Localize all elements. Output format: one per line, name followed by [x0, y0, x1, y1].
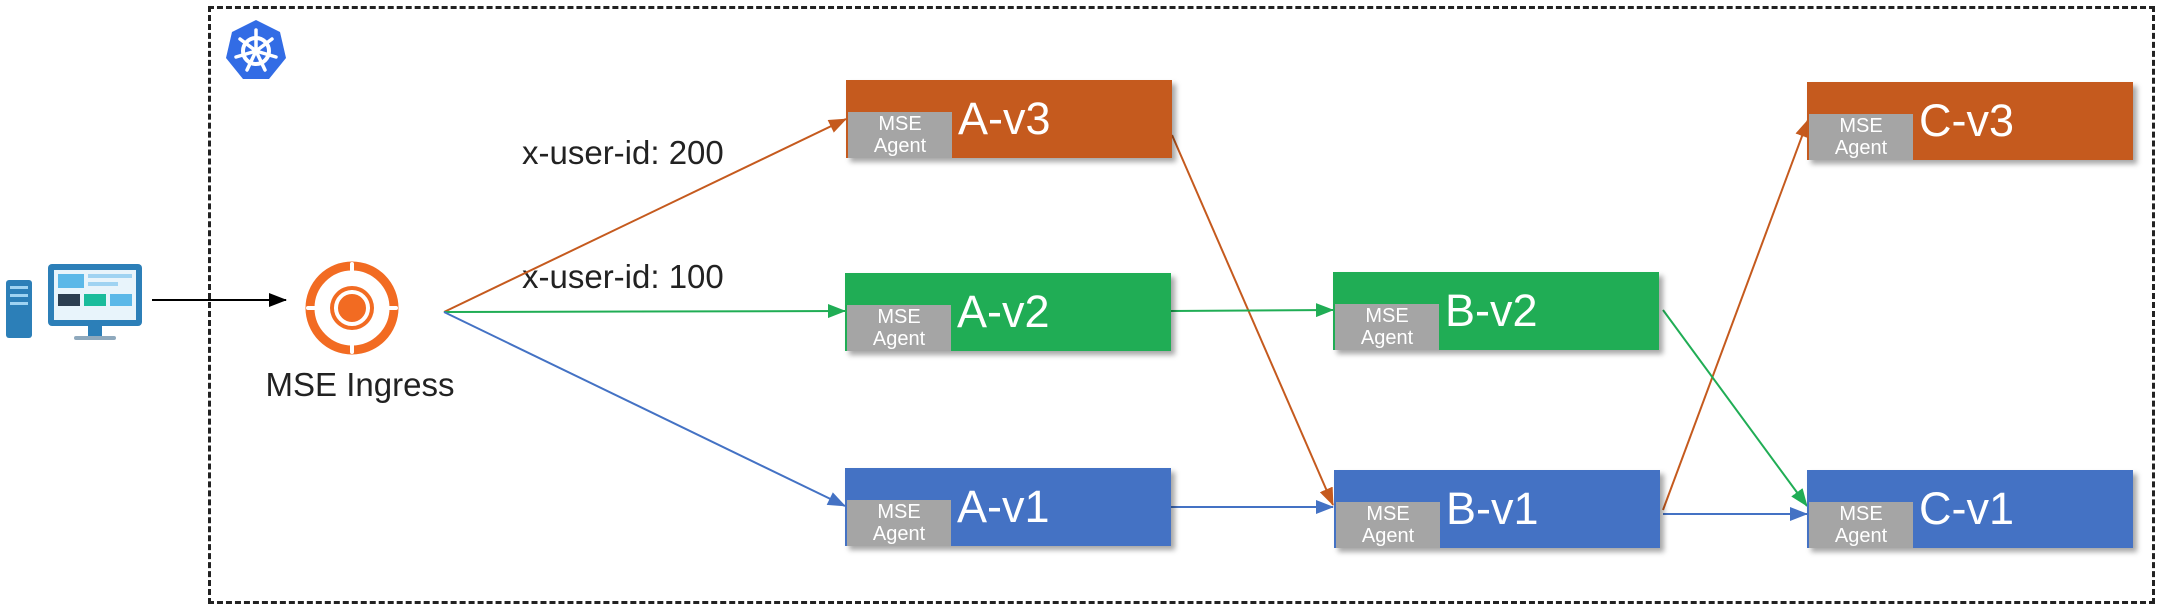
agent-label-line1: MSE	[877, 306, 921, 328]
mse-agent-badge: MSE Agent	[847, 305, 951, 351]
agent-label-line2: Agent	[872, 328, 926, 350]
mse-agent-badge: MSE Agent	[1809, 114, 1913, 160]
service-a-v2: MSE Agent A-v2	[845, 273, 1171, 351]
arrow-ingress-to-a-v3	[443, 118, 847, 313]
agent-label-line1: MSE	[878, 113, 922, 135]
service-b-v1: MSE Agent B-v1	[1334, 470, 1660, 548]
mse-agent-badge: MSE Agent	[1809, 502, 1913, 548]
agent-label-line1: MSE	[877, 501, 921, 523]
route-label-user-200: x-user-id: 200	[522, 134, 724, 171]
mse-agent-badge: MSE Agent	[847, 500, 951, 546]
service-name: A-v3	[958, 93, 1051, 144]
service-b-v2: MSE Agent B-v2	[1333, 272, 1659, 350]
agent-label-line1: MSE	[1839, 503, 1883, 525]
ingress-label: MSE Ingress	[265, 366, 455, 403]
agent-label-line1: MSE	[1365, 305, 1409, 327]
arrow-a-v3-to-b-v1	[1171, 134, 1334, 506]
agent-label-line2: Agent	[873, 135, 927, 157]
mse-agent-badge: MSE Agent	[1335, 304, 1439, 350]
agent-label-line1: MSE	[1839, 115, 1883, 137]
mse-ingress-icon	[305, 261, 399, 355]
arrow-ingress-to-a-v1	[443, 311, 846, 507]
mse-agent-badge: MSE Agent	[1336, 502, 1440, 548]
arrow-b-v2-to-c-v1	[1662, 309, 1808, 507]
service-name: A-v2	[957, 286, 1050, 337]
service-c-v1: MSE Agent C-v1	[1807, 470, 2133, 548]
service-name: A-v1	[957, 481, 1050, 532]
agent-label-line2: Agent	[1361, 525, 1415, 547]
route-label-user-100: x-user-id: 100	[522, 258, 724, 295]
service-name: C-v3	[1919, 95, 2015, 146]
arrow-a-v2-to-b-v2	[1169, 303, 1334, 318]
service-a-v3: MSE Agent A-v3	[846, 80, 1172, 158]
desktop-client-icon	[6, 264, 142, 340]
arrow-ingress-to-a-v2	[443, 304, 846, 319]
agent-label-line2: Agent	[1834, 525, 1888, 547]
kubernetes-icon	[226, 20, 286, 79]
service-a-v1: MSE Agent A-v1	[845, 468, 1171, 546]
agent-label-line2: Agent	[872, 523, 926, 545]
kubernetes-cluster-boundary	[208, 6, 2155, 604]
service-c-v3: MSE Agent C-v3	[1807, 82, 2133, 160]
service-name: B-v1	[1446, 483, 1539, 534]
mse-agent-badge: MSE Agent	[848, 112, 952, 158]
agent-label-line2: Agent	[1360, 327, 1414, 349]
agent-label-line1: MSE	[1366, 503, 1410, 525]
arrow-b-v1-to-c-v3	[1662, 119, 1809, 511]
agent-label-line2: Agent	[1834, 137, 1888, 159]
service-name: C-v1	[1919, 483, 2015, 534]
service-name: B-v2	[1445, 285, 1538, 336]
